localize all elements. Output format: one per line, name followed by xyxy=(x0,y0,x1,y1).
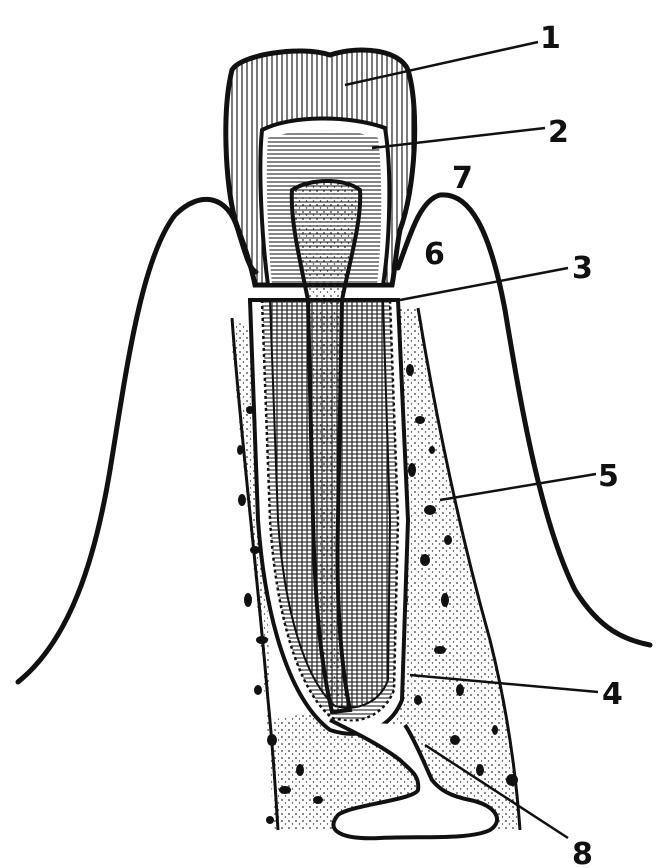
label-8-neurovascular-bundle: 8 xyxy=(572,837,593,868)
label-1-enamel: 1 xyxy=(540,21,561,56)
label-3-cementum: 3 xyxy=(572,251,593,286)
label-2-dentin: 2 xyxy=(548,115,569,150)
label-6-gingival-sulcus: 6 xyxy=(424,237,445,272)
leader-line-5 xyxy=(440,474,596,500)
label-4-periodontal-ligament: 4 xyxy=(602,677,623,712)
label-7-gingiva: 7 xyxy=(452,161,473,196)
label-5-alveolar-bone: 5 xyxy=(598,459,619,494)
leader-line-3 xyxy=(400,268,568,300)
